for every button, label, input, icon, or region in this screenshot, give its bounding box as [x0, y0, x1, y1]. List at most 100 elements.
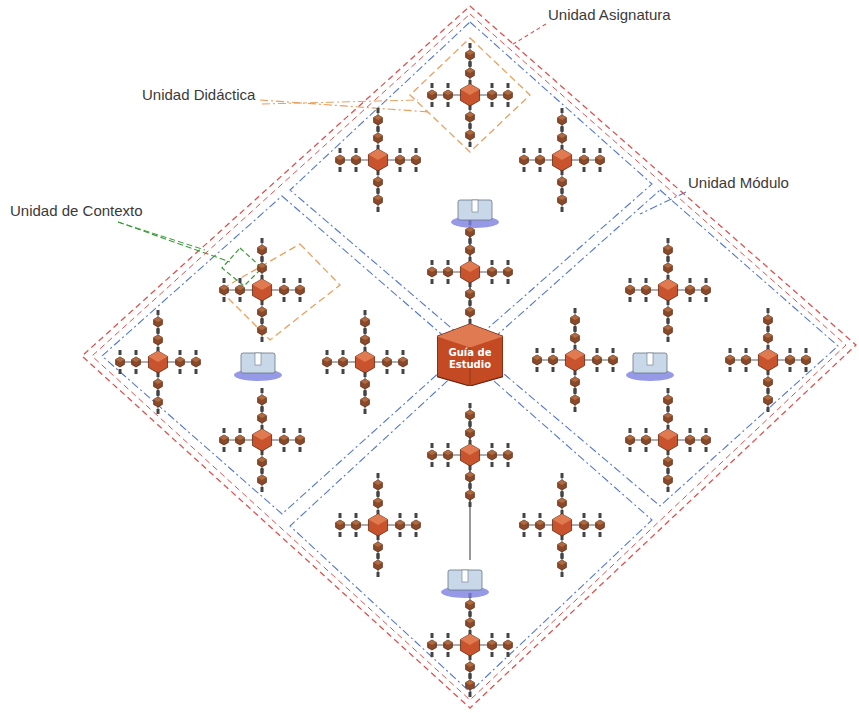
- cube-icon: [280, 285, 289, 295]
- cube-dot: [469, 123, 472, 128]
- cube-icon: [258, 413, 267, 423]
- cube-top: [642, 435, 651, 440]
- cube-dot: [283, 447, 286, 452]
- cube-top: [361, 317, 370, 322]
- cube-dot: [261, 407, 264, 412]
- cube-dot: [447, 462, 450, 467]
- cube-dot: [645, 428, 648, 433]
- cube-icon: [383, 357, 392, 367]
- cube-top: [488, 640, 497, 645]
- cube-top: [154, 379, 163, 384]
- cube-dot: [431, 462, 434, 467]
- cube-icon: [488, 267, 497, 277]
- cube-dot: [195, 369, 198, 374]
- cube-dot: [415, 513, 418, 518]
- cube-top: [571, 315, 580, 320]
- icon-part: [462, 570, 468, 582]
- cube-top: [116, 357, 125, 362]
- cube-dot: [402, 369, 405, 374]
- cube-icon: [504, 267, 513, 277]
- cube-dot: [629, 428, 632, 433]
- cube-top: [154, 335, 163, 340]
- cube-dot: [491, 279, 494, 284]
- cube-icon: [444, 640, 453, 650]
- cube-dot: [342, 350, 345, 355]
- cube-icon: [428, 640, 437, 650]
- asignatura-outline-inner: [92, 14, 846, 700]
- modulo-outlines: [102, 22, 838, 692]
- cube-dot: [223, 428, 226, 433]
- cube-top: [258, 325, 267, 330]
- cube-top: [552, 514, 571, 525]
- leader-line: [510, 24, 546, 46]
- cube-top: [758, 349, 777, 360]
- cube-top: [252, 279, 271, 290]
- cube-dot: [767, 326, 770, 331]
- cube-top: [437, 324, 503, 348]
- cube-top: [558, 480, 567, 485]
- cube-icon: [154, 335, 163, 345]
- icon-cluster: [220, 388, 305, 492]
- icon-cluster: [626, 238, 711, 342]
- cube-dot: [261, 468, 264, 473]
- cube-top: [192, 357, 201, 362]
- cube-icon: [258, 245, 267, 255]
- icon-part: [472, 200, 478, 212]
- cube-dot: [415, 148, 418, 153]
- icon-cluster: [428, 403, 513, 507]
- cube-icon: [355, 351, 374, 373]
- callout-label: Unidad Didáctica: [140, 86, 257, 103]
- cube-dot: [261, 406, 264, 411]
- cube-top: [428, 267, 437, 272]
- cube-dot: [689, 278, 692, 283]
- cube-top: [252, 429, 271, 440]
- cube-icon: [220, 435, 229, 445]
- cube-icon: [626, 285, 635, 295]
- cube-dot: [157, 391, 160, 396]
- cube-dot: [431, 652, 434, 657]
- cube-icon: [664, 245, 673, 255]
- cube-icon: [444, 90, 453, 100]
- cube-icon: [658, 279, 677, 301]
- cube-top: [504, 640, 513, 645]
- cube-top: [466, 600, 475, 605]
- icon-cluster: [626, 388, 711, 492]
- cube-dot: [431, 102, 434, 107]
- cube-dot: [539, 167, 542, 172]
- cube-dot: [377, 108, 380, 113]
- cube-dot: [507, 83, 510, 88]
- cube-top: [504, 267, 513, 272]
- cube-dot: [667, 388, 670, 393]
- cube-dot: [767, 407, 770, 412]
- cube-dot: [135, 369, 138, 374]
- cube-icon: [154, 379, 163, 389]
- cube-top: [428, 640, 437, 645]
- cube-dot: [561, 554, 564, 559]
- cube-top: [466, 112, 475, 117]
- cube-icon: [396, 520, 405, 530]
- cube-dot: [223, 278, 226, 283]
- cube-icon: [558, 480, 567, 490]
- cube-icon: [466, 245, 475, 255]
- icon-part: [448, 570, 482, 590]
- cube-dot: [539, 513, 542, 518]
- cube-dot: [561, 492, 564, 497]
- cube-dot: [599, 148, 602, 153]
- cube-dot: [239, 297, 242, 302]
- cube-icon: [296, 285, 305, 295]
- cube-icon: [339, 357, 348, 367]
- cube-top: [412, 520, 421, 525]
- cube-icon: [336, 155, 345, 165]
- cube-dot: [469, 300, 472, 305]
- cube-icon: [664, 307, 673, 317]
- cube-top: [466, 410, 475, 415]
- cube-dot: [523, 513, 526, 518]
- leader-line: [640, 192, 686, 214]
- cube-icon: [258, 325, 267, 335]
- cube-dot: [299, 278, 302, 283]
- cube-top: [764, 377, 773, 382]
- cube-icon: [658, 429, 677, 451]
- icon-cluster: [116, 310, 201, 414]
- cube-dot: [299, 297, 302, 302]
- cube-top: [428, 90, 437, 95]
